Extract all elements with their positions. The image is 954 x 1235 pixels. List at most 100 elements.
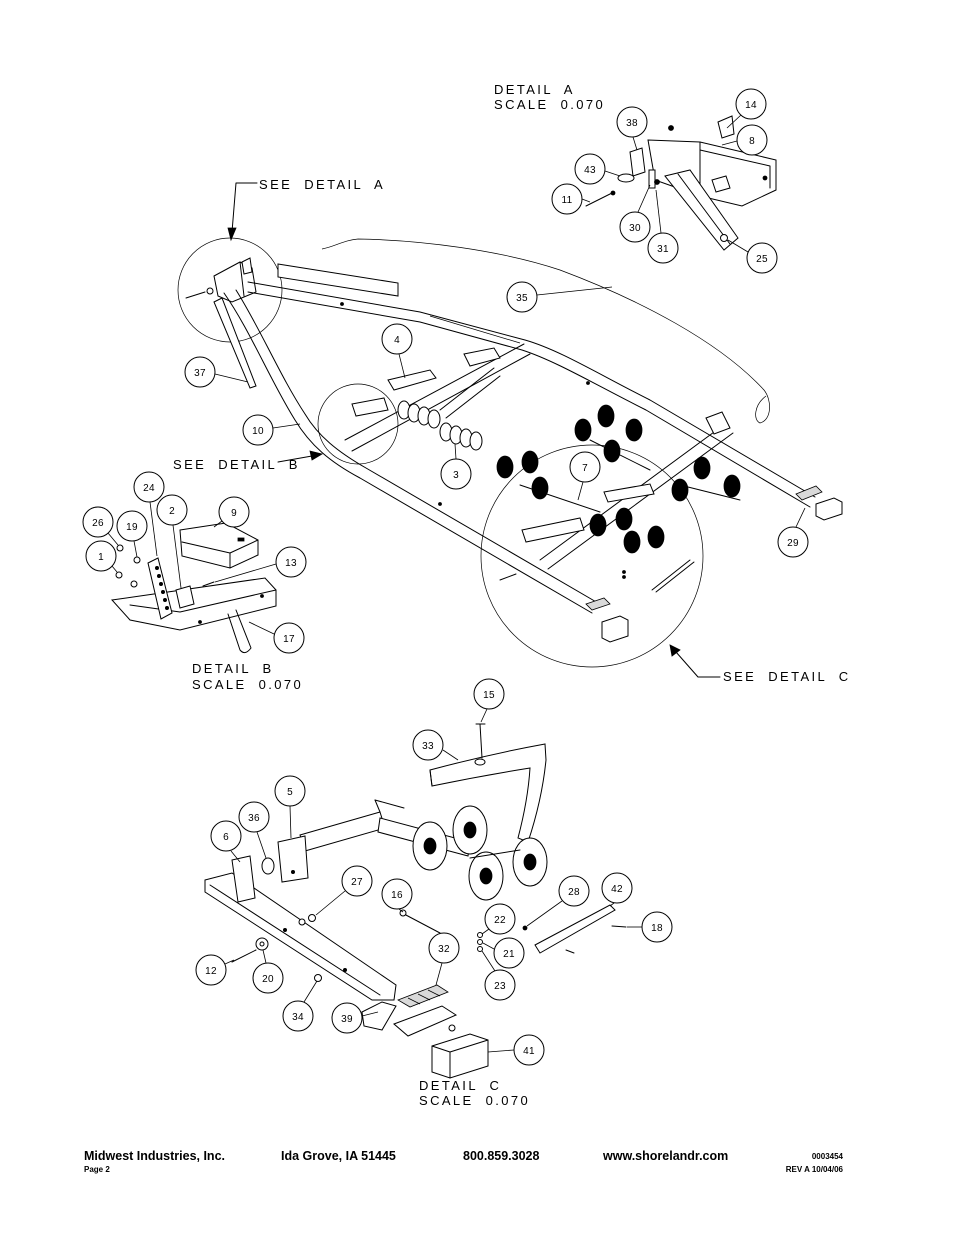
u-bolt (227, 609, 252, 654)
rail-hole (438, 502, 442, 506)
rail-hole (198, 620, 202, 624)
roller-wheel-assembly (412, 805, 548, 901)
trim-strip (651, 559, 691, 591)
roller-axle-bracket (469, 849, 521, 859)
callout-number: 17 (283, 634, 295, 645)
detail-c-callout: 16 (381, 878, 413, 910)
bunk-pad-slot (237, 537, 245, 542)
leader-line (655, 189, 662, 234)
footer-website[interactable]: www.shorelandr.com (602, 1149, 728, 1163)
washer (298, 918, 306, 926)
detail-a-title: DETAIL A (494, 82, 575, 97)
frame-rail-edge (209, 884, 381, 996)
callout-circle (282, 1000, 314, 1032)
footer-phone[interactable]: 800.859.3028 (463, 1149, 540, 1163)
callout-circle (412, 729, 444, 761)
callout-circle (82, 506, 114, 538)
leader-line (577, 481, 584, 501)
roller-wheel (623, 530, 641, 554)
detail-b-callout: 24 (133, 471, 165, 503)
callout-circle (156, 494, 188, 526)
bracket-slot (711, 175, 731, 193)
leader-line (442, 749, 459, 761)
detail-c-callout: 36 (238, 801, 270, 833)
screw (522, 925, 528, 931)
bow-stop-pad (206, 287, 214, 295)
leader-line (289, 805, 292, 839)
leader-line (224, 959, 235, 965)
bunk-bracket-arm (521, 517, 585, 543)
callout-circle (341, 865, 373, 897)
callout-circle (558, 875, 590, 907)
callout-circle (273, 622, 305, 654)
callout-number: 32 (438, 944, 450, 955)
callout-circle (381, 878, 413, 910)
callout-circle (473, 678, 505, 710)
detail-b-callout: 9 (218, 496, 250, 528)
keel-line (321, 238, 770, 424)
pad-texture (417, 993, 431, 1001)
arrowhead (669, 644, 681, 657)
pad-texture (407, 997, 421, 1005)
bow-stop-plate (629, 147, 646, 177)
callout-circle (210, 820, 242, 852)
leader-line (435, 962, 443, 986)
bunk-pad (463, 347, 501, 367)
spacer-tube (648, 169, 656, 189)
nut (448, 1024, 456, 1032)
rail-end-bracket (361, 1001, 397, 1031)
leader-line (632, 136, 638, 151)
callout-circle (601, 872, 633, 904)
roller-wheel (647, 525, 665, 549)
detail-a-group: DETAIL A SCALE 0.070 14 38 8 43 11 (494, 82, 778, 274)
bolt (499, 573, 517, 581)
footer-revision: REV A 10/04/06 (786, 1165, 844, 1174)
roller-bogie-arm (679, 484, 741, 501)
leader-line (581, 198, 591, 203)
bracket-hole (762, 175, 768, 181)
detail-c-title: DETAIL C (419, 1078, 501, 1093)
bunk-bracket-arm (299, 811, 386, 852)
callout-number: 33 (422, 741, 434, 752)
detail-c-callout: 15 (473, 678, 505, 710)
leader-line (214, 373, 249, 383)
bolt (403, 913, 441, 934)
roller-wheel (589, 513, 607, 537)
trim-strip (534, 904, 616, 954)
detail-a-callout: 8 (736, 124, 768, 156)
callout-circle (218, 496, 250, 528)
callout-circle (569, 451, 601, 483)
callout-number: 19 (126, 522, 138, 533)
leader-line (172, 524, 182, 589)
callout-circle (242, 414, 274, 446)
bolt (479, 723, 483, 759)
callout-number: 11 (562, 195, 573, 206)
nut (720, 234, 728, 242)
washer (261, 857, 275, 875)
detail-c-callout: 23 (484, 969, 516, 1001)
lock-washer (477, 939, 483, 945)
detail-c-callout: 33 (412, 729, 444, 761)
detail-c-scale: SCALE 0.070 (419, 1093, 530, 1108)
leader-line (361, 1011, 379, 1017)
callout-number: 15 (483, 690, 495, 701)
leader-line (480, 708, 488, 723)
detail-c-group: DETAIL C SCALE 0.070 (195, 678, 673, 1108)
see-detail-c-label: SEE DETAIL C (723, 669, 851, 684)
plate-holes (154, 566, 169, 611)
detail-c-callout: 28 (558, 875, 590, 907)
leader-line (721, 140, 738, 146)
detail-a-callout: 11 (551, 183, 583, 215)
callout-number: 34 (292, 1012, 304, 1023)
rail-hole (586, 381, 590, 385)
leader-line (637, 184, 651, 213)
washer (477, 932, 483, 938)
arrowhead (309, 450, 324, 461)
winch-post-edge (239, 261, 245, 297)
bolt (231, 949, 257, 963)
screw (611, 925, 627, 928)
bunk-board (429, 743, 547, 843)
rear-roller-cluster (496, 404, 741, 593)
rear-crossmember-edge (547, 432, 734, 570)
